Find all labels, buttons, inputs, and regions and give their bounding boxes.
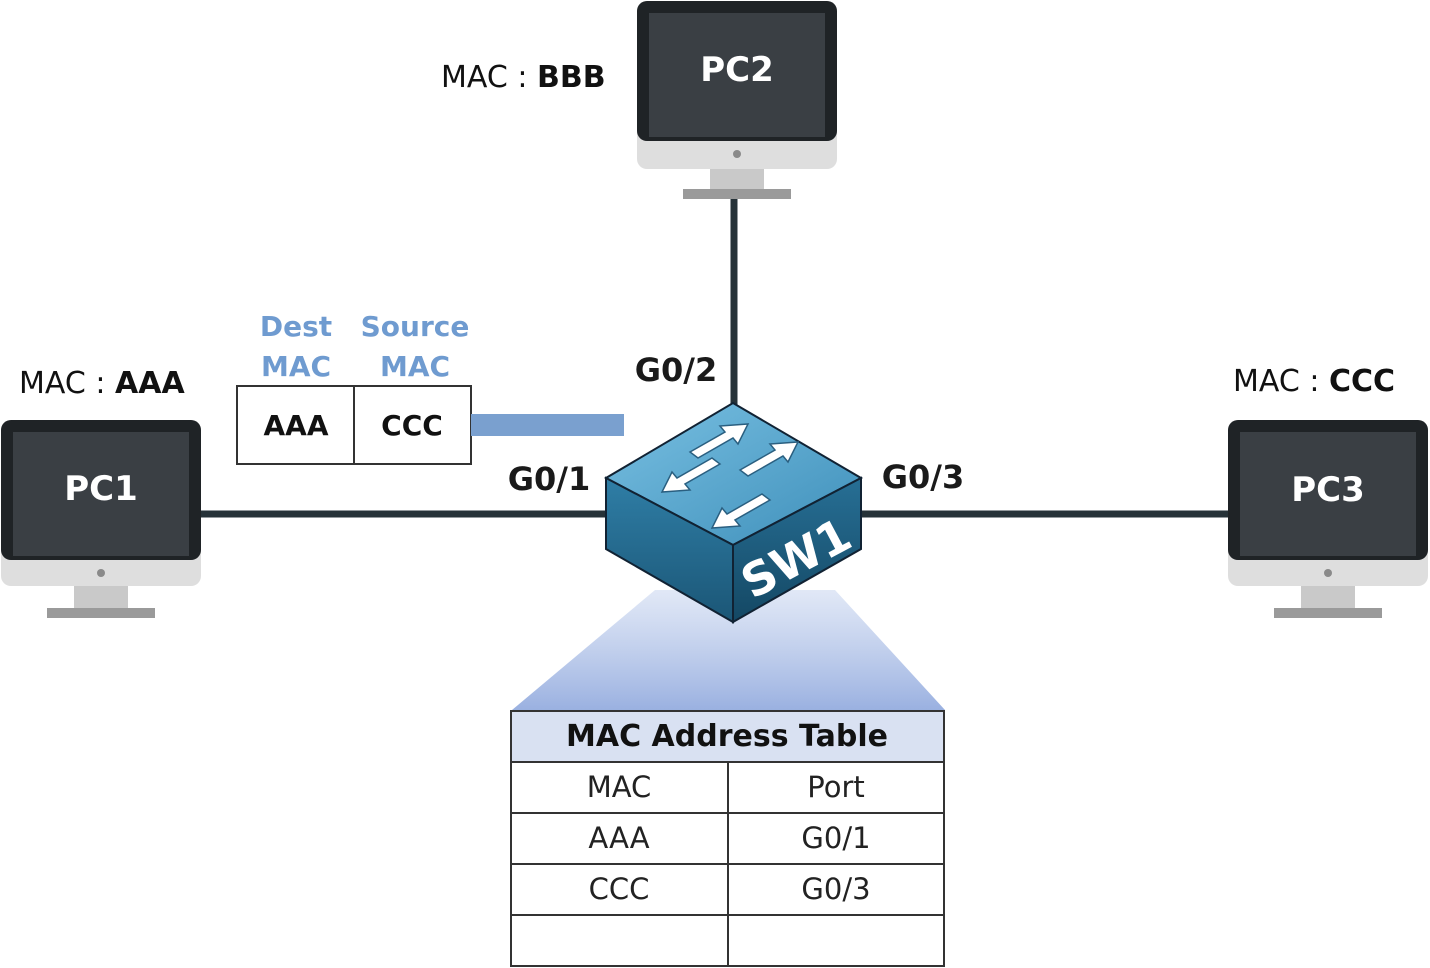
pc3-monitor: PC3 (1228, 420, 1428, 618)
pc1-monitor: PC1 (1, 420, 201, 618)
pc2-mac-prefix: MAC : (441, 60, 537, 95)
port-label-g03: G0/3 (882, 458, 964, 496)
pc2-mac-value: BBB (537, 60, 606, 95)
pc3-mac-prefix: MAC : (1233, 364, 1329, 399)
table-beam (512, 590, 945, 710)
mac-address-table: MAC Address Table MAC Port AAA G0/1 CCC … (510, 710, 945, 967)
switch-sw1: SW1 (603, 401, 864, 624)
pc2-name: PC2 (700, 50, 774, 90)
port-label-g01: G0/1 (508, 460, 590, 498)
pc2-mac-label: MAC : BBB (441, 60, 606, 95)
mac-table-row1-port: G0/1 (801, 821, 870, 855)
frame-dest-value: AAA (263, 409, 328, 442)
pc2-monitor: PC2 (637, 1, 837, 199)
mac-table-row1-mac: AAA (588, 821, 649, 855)
frame-dest-header-2: MAC (261, 350, 331, 383)
pc3-mac-label: MAC : CCC (1233, 364, 1395, 399)
pc1-mac-label: MAC : AAA (19, 366, 185, 401)
mac-table-col-mac: MAC (587, 770, 652, 804)
pc3-mac-value: CCC (1329, 364, 1395, 399)
pc1-mac-value: AAA (115, 366, 185, 401)
port-label-g02: G0/2 (635, 351, 717, 389)
mac-table-header-bg (510, 710, 945, 763)
pc1-name: PC1 (64, 469, 138, 509)
pc1-mac-prefix: MAC : (19, 366, 115, 401)
mac-table-row2-mac: CCC (589, 872, 650, 906)
mac-table-title: MAC Address Table (566, 719, 888, 754)
frame-source-cell (353, 385, 472, 465)
frame-source-header-2: MAC (380, 350, 450, 383)
frame-dest-header-1: Dest (260, 310, 332, 343)
frame-source-header-1: Source (361, 310, 470, 343)
switch-arrows-icon (660, 423, 800, 529)
frame-direction-arrow (471, 414, 624, 436)
mac-table-row2-port: G0/3 (801, 872, 870, 906)
mac-table-col-port: Port (807, 770, 865, 804)
ethernet-frame: Dest MAC Source MAC AAA CCC (236, 310, 624, 465)
pc3-name: PC3 (1291, 470, 1365, 510)
frame-source-value: CCC (381, 409, 443, 442)
frame-dest-cell (236, 385, 355, 465)
